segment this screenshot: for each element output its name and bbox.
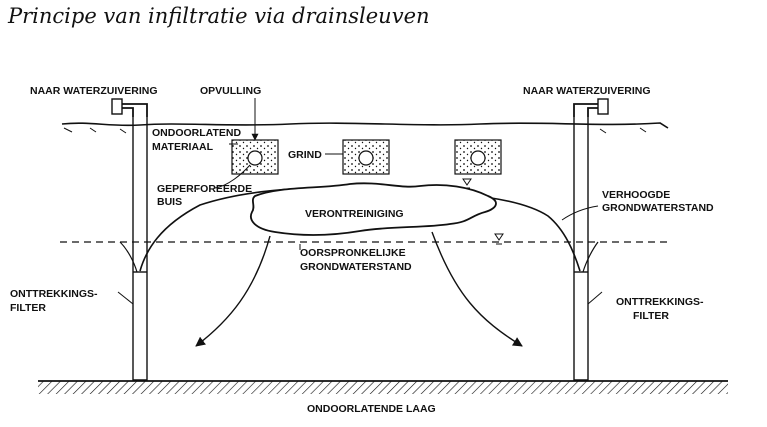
- label-verhoogde: VERHOOGDE: [602, 189, 670, 201]
- label-buis: BUIS: [157, 196, 182, 208]
- label-geperforeerde: GEPERFOREERDE: [157, 183, 252, 195]
- label-filter-left: FILTER: [10, 302, 46, 314]
- label-grondwaterstand-raised: GRONDWATERSTAND: [602, 202, 714, 214]
- extraction-well-left[interactable]: [111, 98, 148, 381]
- label-onttrekkings-right: ONTTREKKINGS-: [616, 296, 704, 308]
- label-filter-right: FILTER: [633, 310, 669, 322]
- drawdown-cone-right: [582, 241, 599, 273]
- label-verontreiniging: VERONTREINIGING: [305, 208, 404, 220]
- label-grind: GRIND: [288, 149, 322, 161]
- diagram-title: Principe van infiltratie via drainsleuve…: [8, 4, 430, 28]
- extraction-well-right[interactable]: [573, 98, 609, 381]
- drain-trench-2: [342, 139, 390, 175]
- label-naar-waterzuivering-left: NAAR WATERZUIVERING: [30, 85, 158, 97]
- contamination-plume: [250, 182, 497, 236]
- label-onttrekkings-left: ONTTREKKINGS-: [10, 288, 98, 300]
- label-ondoorlatend: ONDOORLATEND: [152, 127, 241, 139]
- drawdown-cone-left: [119, 241, 138, 273]
- drain-trench-1: [231, 139, 279, 175]
- flow-arrow-left: [195, 235, 271, 347]
- label-naar-waterzuivering-right: NAAR WATERZUIVERING: [523, 85, 651, 97]
- label-materiaal: MATERIAAL: [152, 141, 214, 153]
- impermeable-layer: [38, 380, 728, 394]
- water-level-symbol-2: [462, 178, 472, 189]
- drain-trench-3: [454, 139, 502, 175]
- leader-lines: [117, 98, 603, 305]
- water-level-symbol: [494, 233, 504, 245]
- label-ondoorlatende-laag: ONDOORLATENDE LAAG: [307, 403, 436, 415]
- flow-arrow-right: [431, 231, 523, 347]
- ground-surface: [61, 122, 669, 134]
- label-opvulling: OPVULLING: [200, 85, 261, 97]
- label-grondwaterstand-original: GRONDWATERSTAND: [300, 261, 412, 273]
- label-oorspronkelijke: OORSPRONKELIJKE: [300, 247, 406, 259]
